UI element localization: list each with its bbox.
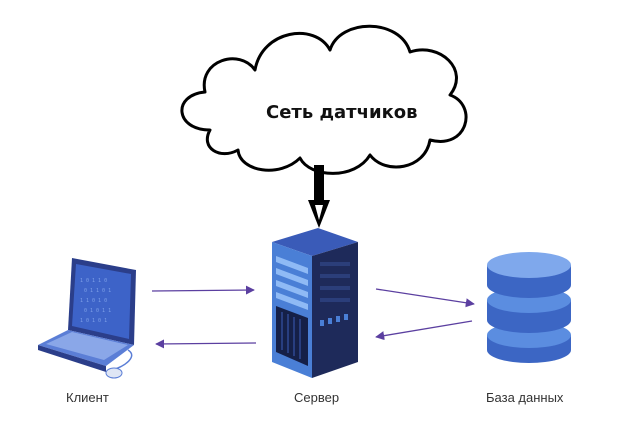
cloud-icon: [180, 24, 468, 175]
cloud-label: Сеть датчиков: [266, 102, 418, 123]
database-icon: [487, 252, 571, 363]
server-to-database-arrow: [375, 288, 475, 308]
svg-text:1 0 1 0 1: 1 0 1 0 1: [80, 318, 107, 324]
client-to-server-arrow: [151, 285, 255, 295]
cloud-server-connector: [308, 165, 330, 228]
laptop-icon: 1 0 1 1 0 0 1 1 0 1 1 1 0 1 0 0 1 0 1 1 …: [38, 258, 136, 379]
server-label: Сервер: [294, 390, 340, 405]
server-to-client-arrow: [155, 339, 257, 349]
svg-text:0 1 0 1 1: 0 1 0 1 1: [84, 308, 111, 314]
server-icon: [272, 228, 358, 378]
svg-text:0 1 1 0 1: 0 1 1 0 1: [84, 288, 111, 294]
svg-text:1 0 1 1 0: 1 0 1 1 0: [80, 278, 107, 284]
database-label: База данных: [486, 390, 564, 405]
svg-text:1 1 0 1 0: 1 1 0 1 0: [80, 298, 107, 304]
client-label: Клиент: [66, 390, 109, 405]
database-to-server-arrow: [375, 320, 473, 341]
